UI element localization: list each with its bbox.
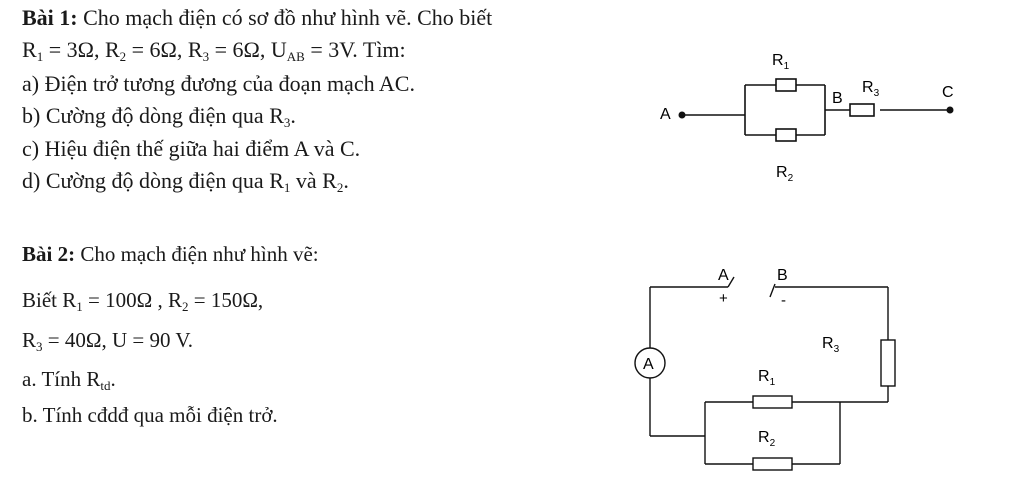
- terminal-minus: -: [781, 292, 786, 309]
- question-a-end: .: [110, 367, 116, 391]
- question-d-end: .: [343, 168, 349, 193]
- question-d-text: d) Cường độ dòng điện qua R: [22, 168, 284, 193]
- r1-value: = 3Ω,: [43, 37, 105, 62]
- circuit1-label-r1: R1: [772, 52, 790, 72]
- r2-value: = 6Ω,: [126, 37, 188, 62]
- question-b-text: b) Cường độ dòng điện qua R: [22, 103, 284, 128]
- node-c-dot: [946, 106, 954, 114]
- r3-subscript: 3: [202, 49, 210, 64]
- r2-subscript: 2: [119, 49, 127, 64]
- circuit2-label-r3: R3: [822, 335, 840, 355]
- resistor-r2: [775, 128, 797, 142]
- ammeter-label: A: [643, 356, 654, 373]
- u-subscript: AB: [286, 49, 305, 64]
- circuit2-label-r2: R2: [758, 429, 776, 449]
- problem1-givens: R1 = 3Ω, R2 = 6Ω, R3 = 6Ω, UAB = 3V. Tìm…: [22, 37, 406, 70]
- circuit-diagram-1: R1 R2 R3 A B C: [660, 52, 954, 184]
- problem2-givens-line1: Biết R1 = 100Ω , R2 = 150Ω,: [22, 287, 263, 320]
- given1-text-b: = 100Ω , R: [82, 288, 182, 312]
- given1-text-a: Biết R: [22, 288, 77, 312]
- problem2-intro: Cho mạch điện như hình vẽ:: [80, 242, 319, 266]
- question-d-subscript-1: 1: [283, 180, 291, 195]
- circuit1-label-r3: R3: [862, 79, 880, 99]
- question-d-subscript-2: 2: [336, 180, 344, 195]
- problem2-heading: Bài 2: Cho mạch điện như hình vẽ:: [22, 241, 319, 267]
- question-a-text: a. Tính R: [22, 367, 101, 391]
- given1-subscript-1: 1: [76, 299, 83, 314]
- given2-subscript-1: 3: [36, 339, 43, 354]
- given1-text-c: = 150Ω,: [188, 288, 264, 312]
- problem2-givens-line2: R3 = 40Ω, U = 90 V.: [22, 327, 193, 360]
- question-a-subscript: td: [100, 378, 111, 393]
- r3-symbol: R: [187, 37, 203, 62]
- given2-text-a: R: [22, 328, 37, 352]
- switch-lever-b: [769, 283, 776, 298]
- circuit1-node-b: B: [832, 90, 843, 107]
- r1-symbol: R: [22, 37, 37, 62]
- circuit2-label-r1: R1: [758, 368, 776, 388]
- u-symbol: U: [270, 37, 287, 62]
- problem1-question-a: a) Điện trở tương đương của đoạn mạch AC…: [22, 71, 415, 96]
- problem1-intro: Cho mạch điện có sơ đồ như hình vẽ. Cho …: [83, 5, 493, 30]
- circuit-diagram-2: A A B + - R3 R1 R2: [634, 267, 896, 471]
- resistor-r2: [752, 457, 793, 471]
- ammeter-symbol: [634, 347, 666, 379]
- r1-subscript: 1: [36, 49, 44, 64]
- problem1-question-d: d) Cường độ dòng điện qua R1 và R2.: [22, 168, 349, 201]
- terminal-plus: +: [719, 290, 728, 307]
- circuit1-node-c: C: [942, 84, 954, 101]
- resistor-r1: [775, 78, 797, 92]
- problem2-question-b: b. Tính cđdđ qua mỗi điện trở.: [22, 403, 278, 427]
- problem2-question-a: a. Tính Rtd.: [22, 366, 116, 399]
- question-b-end: .: [290, 103, 296, 128]
- resistor-r3: [849, 103, 875, 117]
- problem1-question-b: b) Cường độ dòng điện qua R3.: [22, 103, 296, 136]
- terminal-a-label: A: [718, 267, 729, 284]
- u-value: = 3V. Tìm:: [304, 37, 406, 62]
- resistor-r1: [752, 395, 793, 409]
- terminal-b-label: B: [777, 267, 788, 284]
- switch-lever-a: [727, 276, 735, 288]
- given1-subscript-2: 2: [181, 299, 189, 314]
- question-d-mid: và R: [290, 168, 337, 193]
- problem1-title: Bài 1:: [22, 5, 78, 30]
- r3-value: = 6Ω,: [209, 37, 271, 62]
- question-b-subscript: 3: [283, 115, 291, 130]
- problem1-heading: Bài 1: Cho mạch điện có sơ đồ như hình v…: [22, 5, 492, 31]
- problem2-title: Bài 2:: [22, 242, 76, 266]
- circuit1-node-a: A: [660, 106, 671, 123]
- circuit1-label-r2: R2: [776, 164, 794, 184]
- given2-text-b: = 40Ω, U = 90 V.: [42, 328, 194, 352]
- resistor-r3: [880, 339, 896, 387]
- node-a-dot: [678, 111, 686, 119]
- r2-symbol: R: [104, 37, 120, 62]
- problem1-question-c: c) Hiệu điện thế giữa hai điểm A và C.: [22, 136, 361, 161]
